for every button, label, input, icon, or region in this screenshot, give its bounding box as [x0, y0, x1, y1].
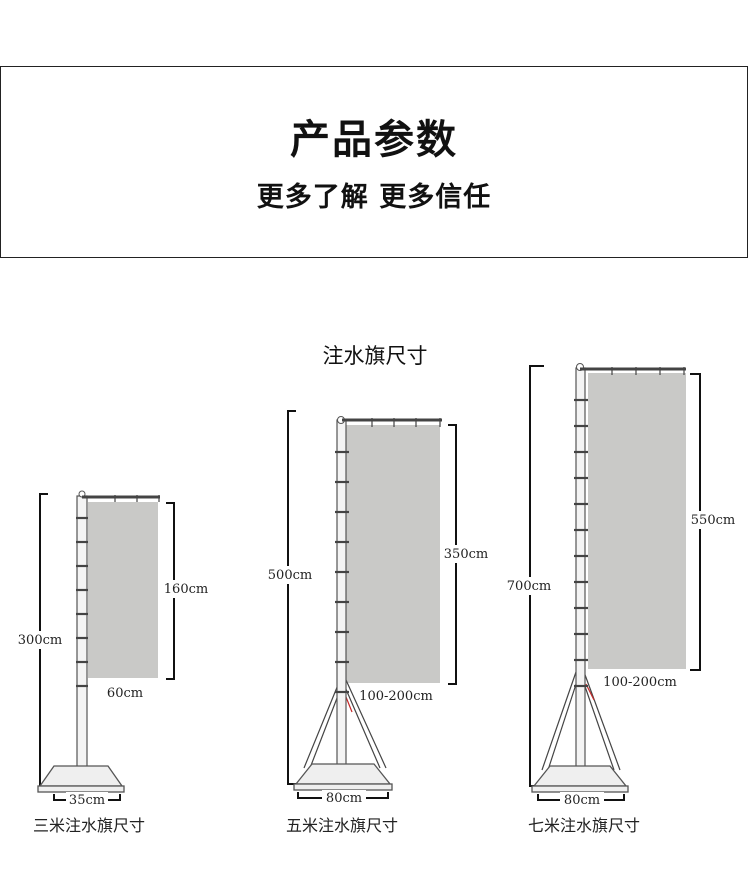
flag-3m: 300cm 160cm 60cm: [14, 490, 210, 835]
flag-7m: 700cm: [502, 363, 740, 835]
pole-rings: [574, 398, 588, 688]
banner-height-label: 550cm: [691, 513, 735, 528]
flag-caption: 七米注水旗尺寸: [528, 816, 640, 835]
total-height-label: 700cm: [507, 579, 551, 594]
base-width-label: 80cm: [326, 791, 362, 806]
water-base: [294, 763, 392, 785]
total-height-bracket: [529, 365, 544, 787]
total-height-bracket: [287, 410, 296, 785]
flag-caption: 五米注水旗尺寸: [286, 816, 398, 835]
total-height-label: 300cm: [18, 633, 62, 648]
pole: [76, 495, 88, 769]
flag-caption: 三米注水旗尺寸: [33, 816, 145, 835]
banner-height-label: 350cm: [444, 547, 488, 562]
banner-width-label: 100-200cm: [359, 689, 433, 704]
banner-width-label: 100-200cm: [603, 675, 677, 690]
banner-width-label: 60cm: [107, 686, 143, 701]
pole-rings: [335, 450, 349, 694]
banner-height-label: 160cm: [164, 582, 208, 597]
pole: [575, 367, 586, 775]
header-box: 产品参数 更多了解 更多信任: [0, 66, 748, 258]
water-base: [532, 765, 628, 787]
banner: [88, 502, 158, 678]
banner: [346, 425, 440, 683]
flag-5m: 500cm: [264, 410, 492, 835]
banner: [588, 373, 686, 669]
total-height-label: 500cm: [268, 568, 312, 583]
pole: [336, 419, 347, 773]
diagram-title: 注水旗尺寸: [322, 344, 428, 368]
water-base: [38, 765, 124, 787]
pole-rings: [76, 516, 88, 688]
base-width-label: 35cm: [69, 793, 105, 808]
page-subtitle: 更多了解 更多信任: [256, 182, 492, 213]
base-width-label: 80cm: [564, 793, 600, 808]
page-title: 产品参数: [290, 117, 458, 163]
